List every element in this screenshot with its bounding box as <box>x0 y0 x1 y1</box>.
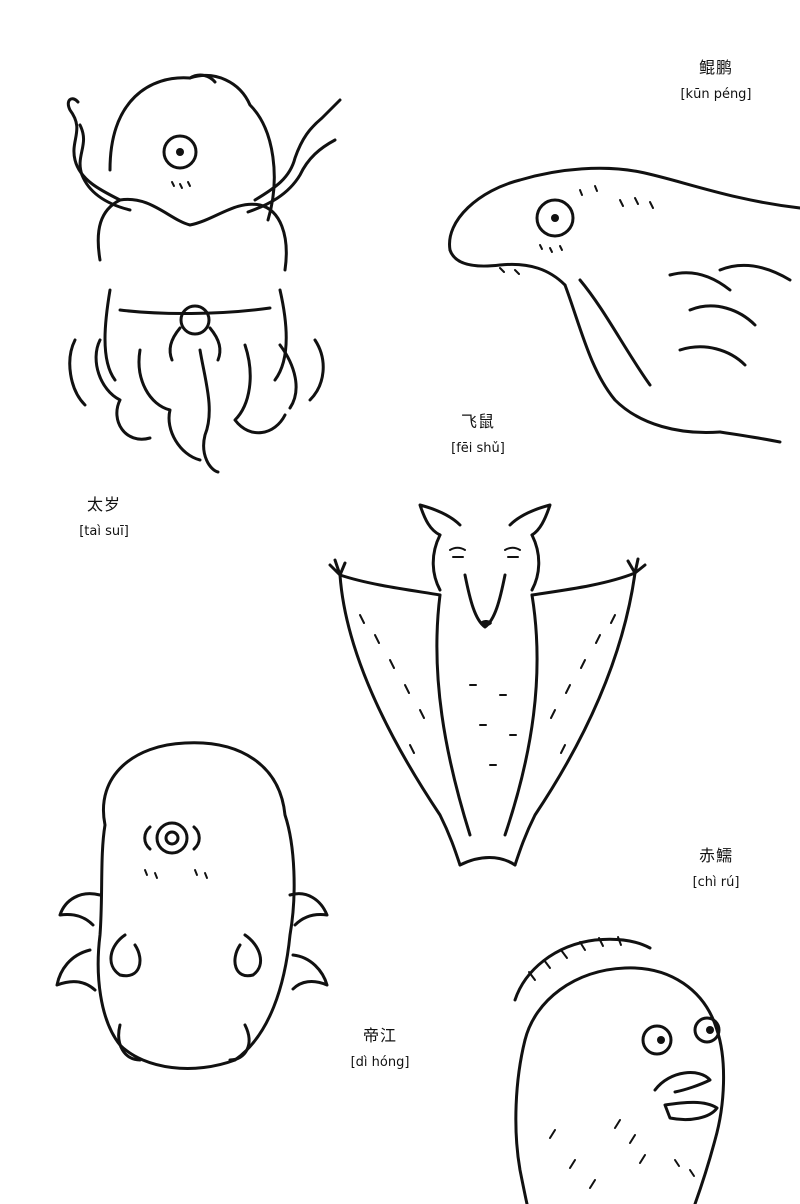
kunpeng-illustration <box>448 166 800 444</box>
feishu-illustration <box>328 503 647 867</box>
feishu-name: 飞鼠 <box>460 412 495 431</box>
dijiang-illustration <box>55 741 329 1070</box>
dijiang-name: 帝江 <box>362 1026 397 1045</box>
dijiang-pinyin: [dì hóng] <box>350 1055 410 1070</box>
feishu-pinyin: [fēi shǔ] <box>451 441 505 456</box>
kunpeng-pinyin: [kūn péng] <box>680 87 752 102</box>
taisui-illustration <box>66 73 342 474</box>
label-taisui: 太岁 [taì suī] <box>56 495 152 539</box>
chiru-illustration <box>513 936 726 1204</box>
chiru-name: 赤鱬 <box>698 846 733 865</box>
taisui-pinyin: [taì suī] <box>79 524 129 539</box>
label-kunpeng: 鲲鹏 [kūn péng] <box>668 58 764 102</box>
chiru-pinyin: [chì rú] <box>692 875 740 890</box>
label-chiru: 赤鱬 [chì rú] <box>668 846 764 890</box>
label-feishu: 飞鼠 [fēi shǔ] <box>428 412 528 456</box>
taisui-name: 太岁 <box>86 495 121 514</box>
kunpeng-name: 鲲鹏 <box>698 58 733 77</box>
label-dijiang: 帝江 [dì hóng] <box>332 1026 428 1070</box>
